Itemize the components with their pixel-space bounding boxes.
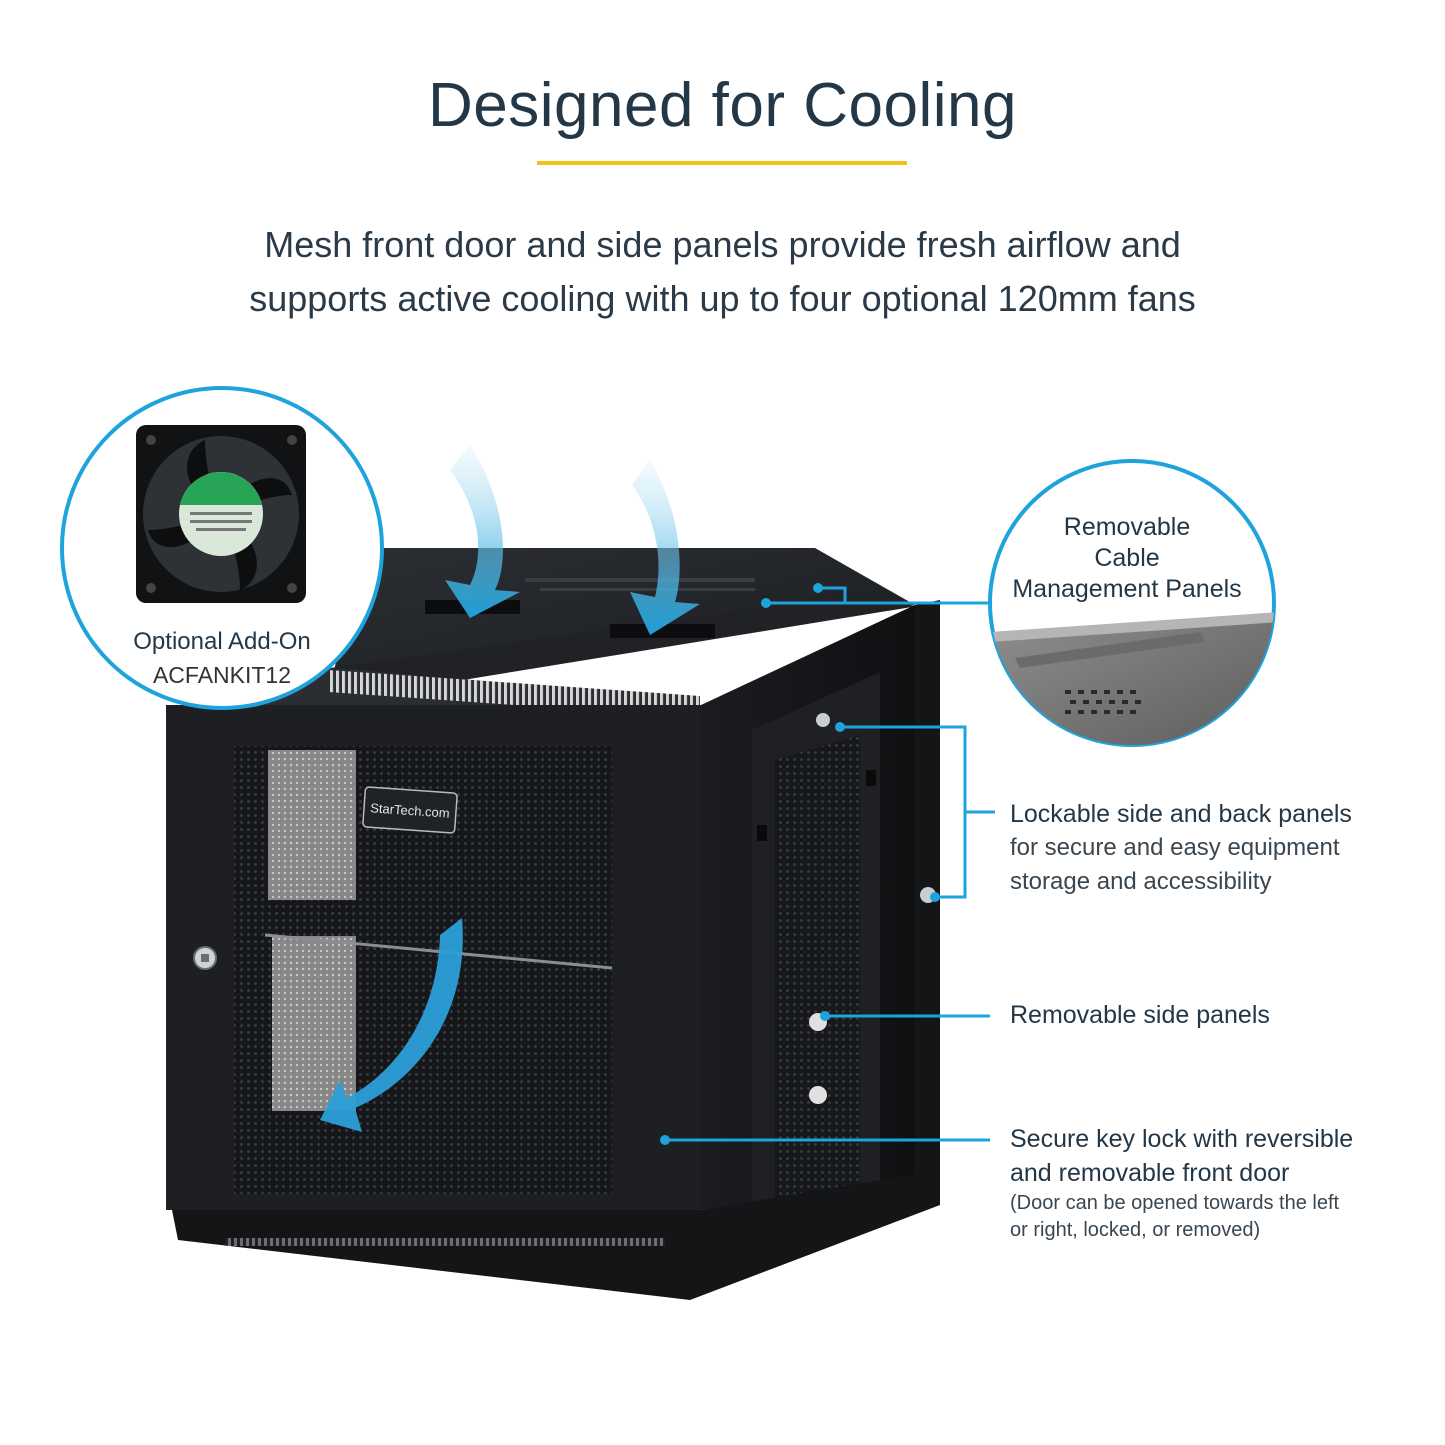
- title-underline: [537, 161, 907, 165]
- fan-addon-sku: ACFANKIT12: [152, 662, 292, 688]
- callout-keylock-note-1: (Door can be opened towards the left: [1010, 1192, 1340, 1214]
- callout-lockable-heading: Lockable side and back panels: [1010, 800, 1352, 828]
- fan-photo: [60, 386, 384, 710]
- callout-lockable-desc-2: storage and accessibility: [1010, 868, 1272, 895]
- callout-removable-heading: Removable side panels: [1010, 1001, 1270, 1029]
- callout-lockable-desc-1: for secure and easy equipment: [1010, 834, 1340, 861]
- cable-panels-label: Removable Cable Management Panels: [992, 512, 1262, 605]
- subtitle-line-1: Mesh front door and side panels provide …: [264, 224, 1181, 265]
- callout-keylock-heading-1: Secure key lock with reversible: [1010, 1125, 1354, 1153]
- callout-removable-side-panels: Removable side panels: [1010, 998, 1270, 1032]
- cable-panels-line-1: Removable: [1063, 513, 1191, 541]
- fan-addon-label: Optional Add-On: [133, 628, 311, 655]
- cabinet-photo: StarTech.com: [166, 548, 940, 1300]
- subtitle: Mesh front door and side panels provide …: [0, 218, 1445, 326]
- cable-panel-photo: [988, 459, 1276, 747]
- callout-key-lock: Secure key lock with reversible and remo…: [1010, 1122, 1353, 1244]
- airflow-arrow: [320, 445, 700, 1132]
- callout-lines: [665, 586, 995, 1142]
- callout-lockable-panels: Lockable side and back panels for secure…: [1010, 797, 1352, 899]
- page-title: Designed for Cooling: [427, 71, 1017, 140]
- cable-panels-line-2: Cable: [1094, 544, 1160, 572]
- callout-keylock-heading-2: and removable front door: [1010, 1159, 1290, 1187]
- callout-keylock-note-2: or right, locked, or removed): [1010, 1219, 1261, 1241]
- brand-badge: StarTech.com: [370, 800, 450, 821]
- subtitle-line-2: supports active cooling with up to four …: [249, 278, 1196, 319]
- callout-dots: [660, 583, 940, 1145]
- cable-panels-line-3: Management Panels: [1012, 575, 1242, 603]
